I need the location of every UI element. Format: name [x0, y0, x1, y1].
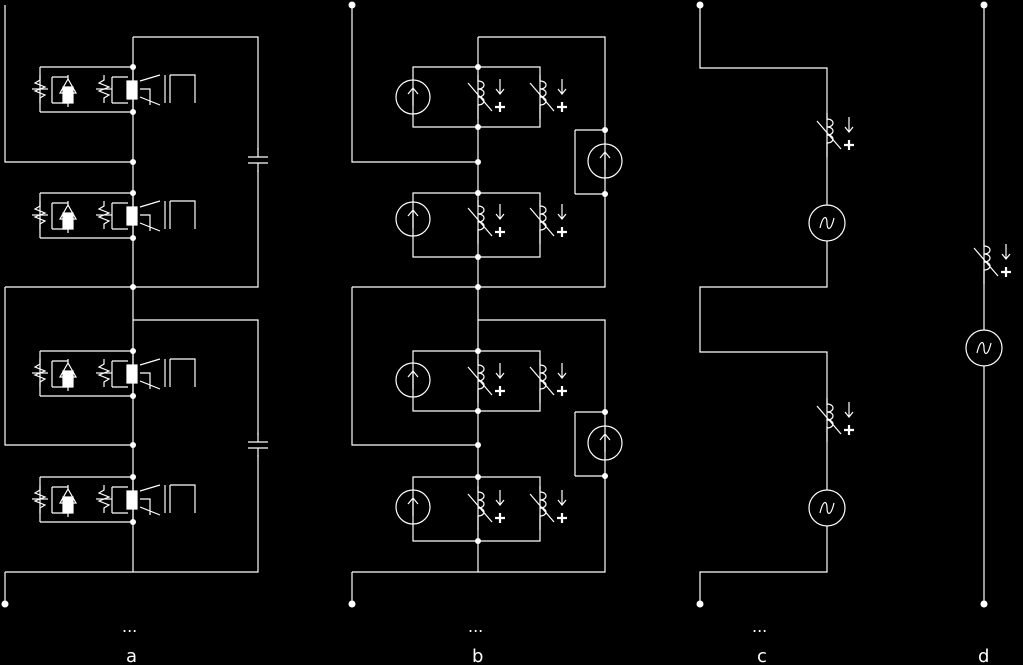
- label-a: a: [126, 646, 137, 665]
- ellipsis-c: ...: [752, 617, 767, 636]
- label-b: b: [472, 646, 483, 665]
- label-d: d: [978, 646, 989, 665]
- panel-a: ... a: [1, 5, 269, 665]
- panel-c: ... c: [696, 1, 856, 665]
- panel-d: d: [965, 1, 1013, 665]
- panel-b: ... b: [348, 1, 623, 665]
- label-c: c: [757, 646, 767, 665]
- ellipsis-a: ...: [122, 617, 137, 636]
- ellipsis-b: ...: [468, 617, 483, 636]
